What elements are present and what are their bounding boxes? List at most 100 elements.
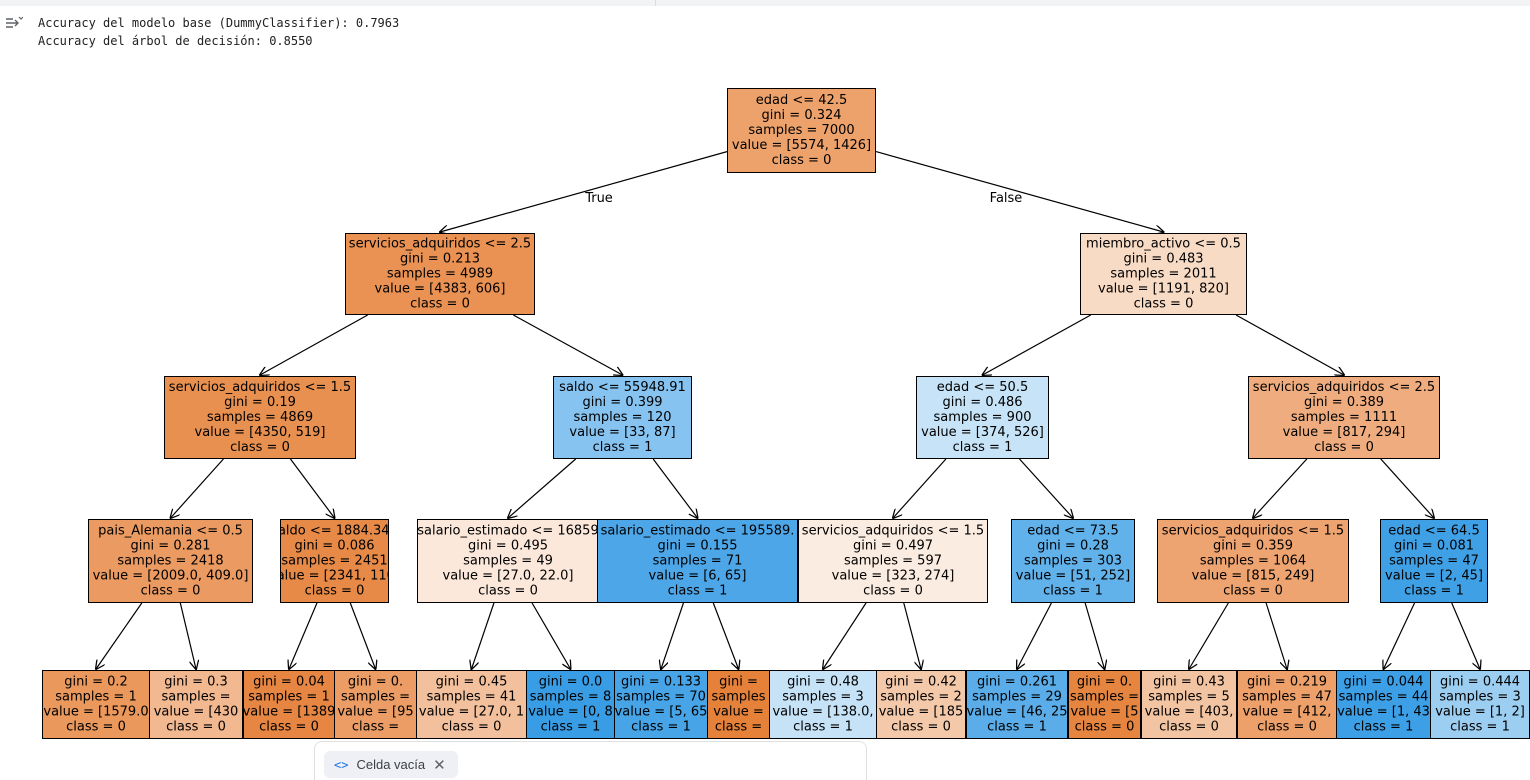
tree-node-line: value = [2009.0, 409.0] [93, 569, 249, 584]
tree-edge [260, 314, 368, 375]
tree-node-line: gini = 0.486 [942, 395, 1022, 410]
tree-node-line: samples = 1 [248, 690, 329, 705]
tree-node-line: gini = 0.133 [621, 675, 701, 690]
tree-node-line: samples = 8 [530, 690, 611, 705]
tree-node-line: gini = 0.086 [294, 539, 374, 554]
tree-node-line: gini = 0.28 [1037, 539, 1109, 554]
tree-node-line: samples = 120 [573, 410, 671, 425]
tree-node-box [345, 233, 535, 315]
close-icon[interactable]: ✕ [433, 756, 446, 774]
tree-edge [1451, 602, 1480, 669]
tree-node-line: class = 1 [593, 440, 653, 455]
tree-node-line: value = [1579.0 [43, 705, 148, 720]
tree-node-line: class = 0 [1223, 584, 1283, 599]
tree-node-line: class = 0 [410, 297, 470, 312]
tree-node-line: samples = 900 [933, 410, 1031, 425]
tree-node-box [553, 376, 692, 459]
code-icon: <> [334, 757, 349, 772]
tree-node-line: class = 1 [1450, 720, 1510, 735]
tree-node-line: gini = 0.495 [468, 539, 548, 554]
tree-node-line: class = 0 [1134, 297, 1194, 312]
tree-node-line: samples = [161, 690, 230, 705]
tree-node-line: value = [374, 526] [921, 425, 1044, 440]
tree-node-line: class = 0 [230, 440, 290, 455]
tree-node-line: salario_estimado <= 16859 [417, 524, 598, 539]
tree-node-box [334, 670, 417, 739]
tree-edge [508, 458, 577, 518]
tree-node-line: class = 0 [305, 584, 365, 599]
tree-node-line: gini = 0.3 [164, 675, 228, 690]
tree-node-line: samples = 7000 [748, 123, 854, 138]
tree-edge [1019, 458, 1073, 518]
tree-edge [1384, 602, 1416, 669]
tree-edge [1253, 458, 1308, 518]
tree-edge [289, 602, 318, 669]
tree-node-line: servicios_adquiridos <= 1.5 [802, 524, 984, 539]
tree-node-line: value = [185 [879, 705, 964, 720]
tree-node-line: class = 1 [793, 720, 853, 735]
tree-node-line: value = [2, 45] [1385, 569, 1483, 584]
tree-node-line: gini = 0.19 [224, 395, 296, 410]
output-line-baseline-accuracy: Accuracy del modelo base (DummyClassifie… [38, 16, 400, 30]
tree-node-line: class = 1 [668, 584, 728, 599]
tree-node-box [769, 670, 877, 739]
empty-cell-panel: <> Celda vacía ✕ [314, 741, 867, 780]
tree-node-line: samples = 44 [1339, 690, 1429, 705]
tree-node-line: samples = 70 [616, 690, 706, 705]
tree-node-line: edad <= 42.5 [756, 93, 847, 108]
tree-node-line: value = [403, [1145, 705, 1234, 720]
tree-edge [1189, 602, 1229, 669]
empty-cell-label: Celda vacía [356, 757, 426, 772]
tree-node-line: value = [2341, 110] [269, 569, 400, 584]
tree-node-line: samples = 1 [55, 690, 136, 705]
tree-node-line: saldo <= 55948.91 [559, 380, 686, 395]
tree-node-line: samples = 5 [1148, 690, 1229, 705]
tree-node-line: class = 1 [1043, 584, 1103, 599]
tree-node-line: salario_estimado <= 195589. [601, 524, 795, 539]
tree-node-line: class = 1 [631, 720, 691, 735]
tree-node-line: value = [6, 65] [649, 569, 747, 584]
tree-node-line: samples [711, 690, 765, 705]
tree-edge [96, 602, 143, 669]
tree-node-line: saldo <= 1884.345 [271, 524, 398, 539]
tree-edge [893, 458, 947, 518]
tree-node-line: samples = 303 [1024, 554, 1122, 569]
tree-node-line: class = 0 [863, 584, 923, 599]
tree-node-line: samples = 1111 [1291, 410, 1397, 425]
tree-edge [440, 151, 728, 232]
tree-edge [513, 314, 622, 375]
tree-node-line: servicios_adquiridos <= 2.5 [349, 237, 531, 252]
tree-node-line: edad <= 50.5 [937, 380, 1028, 395]
tree-node-box [1141, 670, 1237, 739]
tree-node-line: gini = 0.281 [130, 539, 210, 554]
tree-node-line: gini = 0.389 [1304, 395, 1384, 410]
empty-cell-chip[interactable]: <> Celda vacía ✕ [324, 751, 458, 778]
tree-node-box [1157, 519, 1349, 603]
tree-node-line: value = [1, 2] [1435, 705, 1525, 720]
tree-node-line: class = 0 [478, 584, 538, 599]
output-actions-icon[interactable] [5, 15, 23, 31]
tree-node-box [1336, 670, 1431, 739]
tree-node-line: class = 0 [1314, 440, 1374, 455]
tree-node-line: gini = 0.081 [1394, 539, 1474, 554]
tree-node-line: gini = 0.483 [1123, 252, 1203, 267]
tree-node-box [280, 519, 389, 603]
cell-top-bar [0, 0, 1530, 6]
tree-node-box [88, 519, 253, 603]
tree-node-line: gini = 0.444 [1440, 675, 1520, 690]
tree-edge [1265, 602, 1287, 669]
